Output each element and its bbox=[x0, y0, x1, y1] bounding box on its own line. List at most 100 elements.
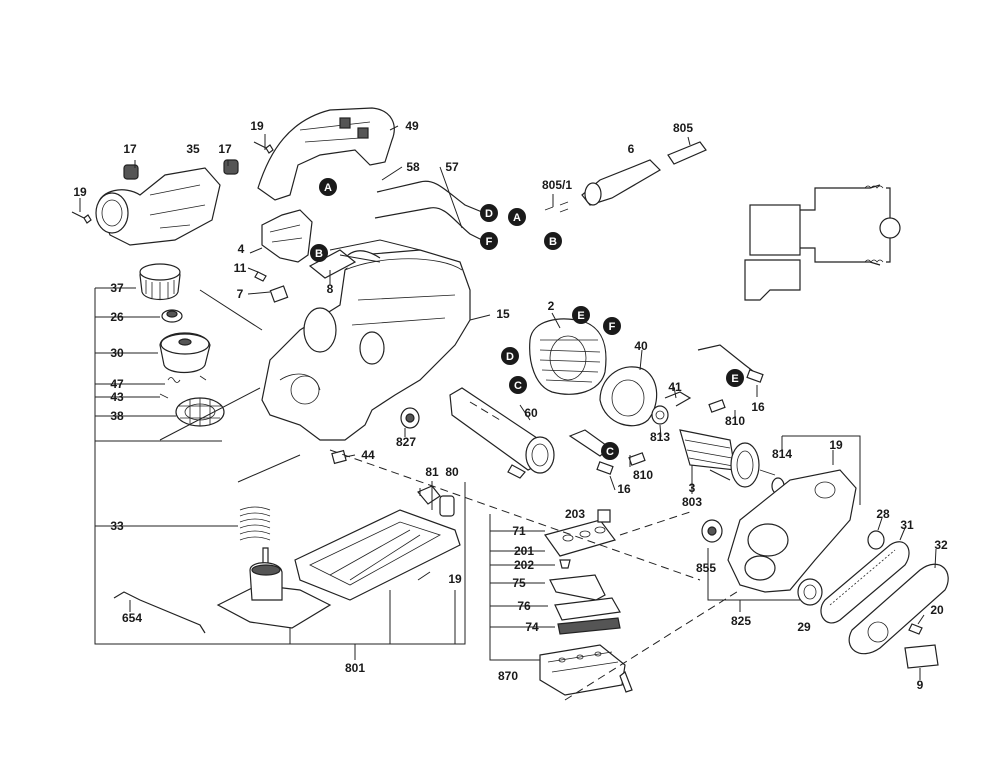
marker-a-2: A bbox=[508, 208, 526, 226]
part-label: 57 bbox=[445, 160, 459, 174]
marker-f-2: F bbox=[603, 317, 621, 335]
part-label: 17 bbox=[123, 142, 137, 156]
part-label: 203 bbox=[565, 507, 585, 521]
svg-text:F: F bbox=[609, 321, 616, 333]
part-label: 19 bbox=[829, 438, 843, 452]
marker-d-2: D bbox=[501, 347, 519, 365]
marker-f-1: F bbox=[480, 232, 498, 250]
dust-chute-port bbox=[95, 192, 129, 234]
switch-assembly bbox=[261, 209, 313, 263]
cutter-drum bbox=[539, 644, 626, 696]
part-label: 813 bbox=[650, 430, 670, 444]
part-label: 30 bbox=[110, 346, 124, 360]
part-label: 855 bbox=[696, 561, 716, 575]
svg-text:B: B bbox=[549, 236, 557, 248]
part-label: 825 bbox=[731, 614, 751, 628]
svg-text:C: C bbox=[606, 446, 614, 458]
part-label: 11 bbox=[234, 261, 247, 275]
svg-text:A: A bbox=[513, 212, 521, 224]
label-plate bbox=[904, 644, 939, 669]
part-label: 31 bbox=[900, 518, 914, 532]
part-label: 38 bbox=[110, 409, 124, 423]
part-label: 870 bbox=[498, 669, 518, 683]
marker-e-2: E bbox=[726, 369, 744, 387]
drive-belt bbox=[820, 541, 910, 624]
svg-text:F: F bbox=[486, 236, 493, 248]
part-label: 9 bbox=[917, 678, 924, 692]
part-label: 16 bbox=[751, 400, 765, 414]
part-label: 26 bbox=[110, 310, 124, 324]
part-label: 75 bbox=[512, 576, 526, 590]
part-label: 19 bbox=[448, 572, 462, 586]
part-label: 7 bbox=[237, 287, 244, 301]
marker-c-1: C bbox=[509, 376, 527, 394]
part-label: 3 bbox=[689, 481, 696, 495]
baffle-40 bbox=[599, 366, 658, 427]
part-label: 6 bbox=[628, 142, 635, 156]
part-label: 33 bbox=[110, 519, 124, 533]
wiring-schematic bbox=[744, 184, 901, 301]
part-label: 43 bbox=[110, 390, 124, 404]
part-label: 58 bbox=[406, 160, 420, 174]
part-label: 15 bbox=[496, 307, 510, 321]
part-label: 2 bbox=[548, 299, 555, 313]
leader-lines bbox=[79, 125, 937, 701]
part-label: 8 bbox=[327, 282, 334, 296]
part-label: 71 bbox=[512, 524, 526, 538]
svg-text:E: E bbox=[731, 373, 738, 385]
part-label: 810 bbox=[633, 468, 653, 482]
cable-805 bbox=[667, 141, 707, 165]
part-label: 20 bbox=[930, 603, 944, 617]
part-label: 74 bbox=[525, 620, 539, 634]
part-label: 810 bbox=[725, 414, 745, 428]
part-label: 81 bbox=[425, 465, 439, 479]
svg-text:A: A bbox=[324, 182, 332, 194]
part-label: 60 bbox=[524, 406, 538, 420]
part-label: 654 bbox=[122, 611, 142, 625]
marker-b-1: B bbox=[310, 244, 328, 262]
part-label: 19 bbox=[73, 185, 87, 199]
part-label: 32 bbox=[934, 538, 948, 552]
svg-text:B: B bbox=[315, 248, 323, 260]
marker-d-1: D bbox=[480, 204, 498, 222]
part-label: 801 bbox=[345, 661, 365, 675]
svg-text:D: D bbox=[485, 208, 493, 220]
part-drawings bbox=[71, 107, 949, 696]
marker-b-2: B bbox=[544, 232, 562, 250]
part-label: 28 bbox=[876, 507, 890, 521]
armature-fan bbox=[730, 442, 760, 488]
part-label: 37 bbox=[110, 281, 124, 295]
part-labels: 19 49 17 35 17 19 58 57 805 805/1 6 4 11… bbox=[73, 119, 948, 692]
nut-17a bbox=[123, 164, 139, 180]
spring-33 bbox=[239, 506, 271, 541]
part-label: 16 bbox=[617, 482, 631, 496]
svg-text:E: E bbox=[577, 310, 584, 322]
part-label: 19 bbox=[250, 119, 264, 133]
part-label: 4 bbox=[238, 242, 245, 256]
part-label: 805/1 bbox=[542, 178, 572, 192]
pulley-29 bbox=[797, 578, 823, 606]
part-label: 76 bbox=[517, 599, 531, 613]
part-label: 41 bbox=[668, 380, 682, 394]
part-label: 49 bbox=[405, 119, 419, 133]
part-label: 803 bbox=[682, 495, 702, 509]
part-label: 814 bbox=[772, 447, 792, 461]
part-label: 47 bbox=[110, 377, 124, 391]
marker-e-1: E bbox=[572, 306, 590, 324]
svg-text:C: C bbox=[514, 380, 522, 392]
part-label: 201 bbox=[514, 544, 534, 558]
callout-markers: A B A B D F E F D C E C bbox=[310, 178, 744, 460]
part-label: 40 bbox=[634, 339, 648, 353]
svg-text:D: D bbox=[506, 351, 514, 363]
marker-a-1: A bbox=[319, 178, 337, 196]
part-label: 202 bbox=[514, 558, 534, 572]
part-label: 29 bbox=[797, 620, 811, 634]
pulley-28 bbox=[867, 530, 885, 550]
marker-c-2: C bbox=[601, 442, 619, 460]
lever-654 bbox=[113, 591, 206, 634]
belt-cover bbox=[848, 563, 949, 655]
part-label: 35 bbox=[186, 142, 200, 156]
part-label: 44 bbox=[361, 448, 375, 462]
part-label: 17 bbox=[218, 142, 232, 156]
